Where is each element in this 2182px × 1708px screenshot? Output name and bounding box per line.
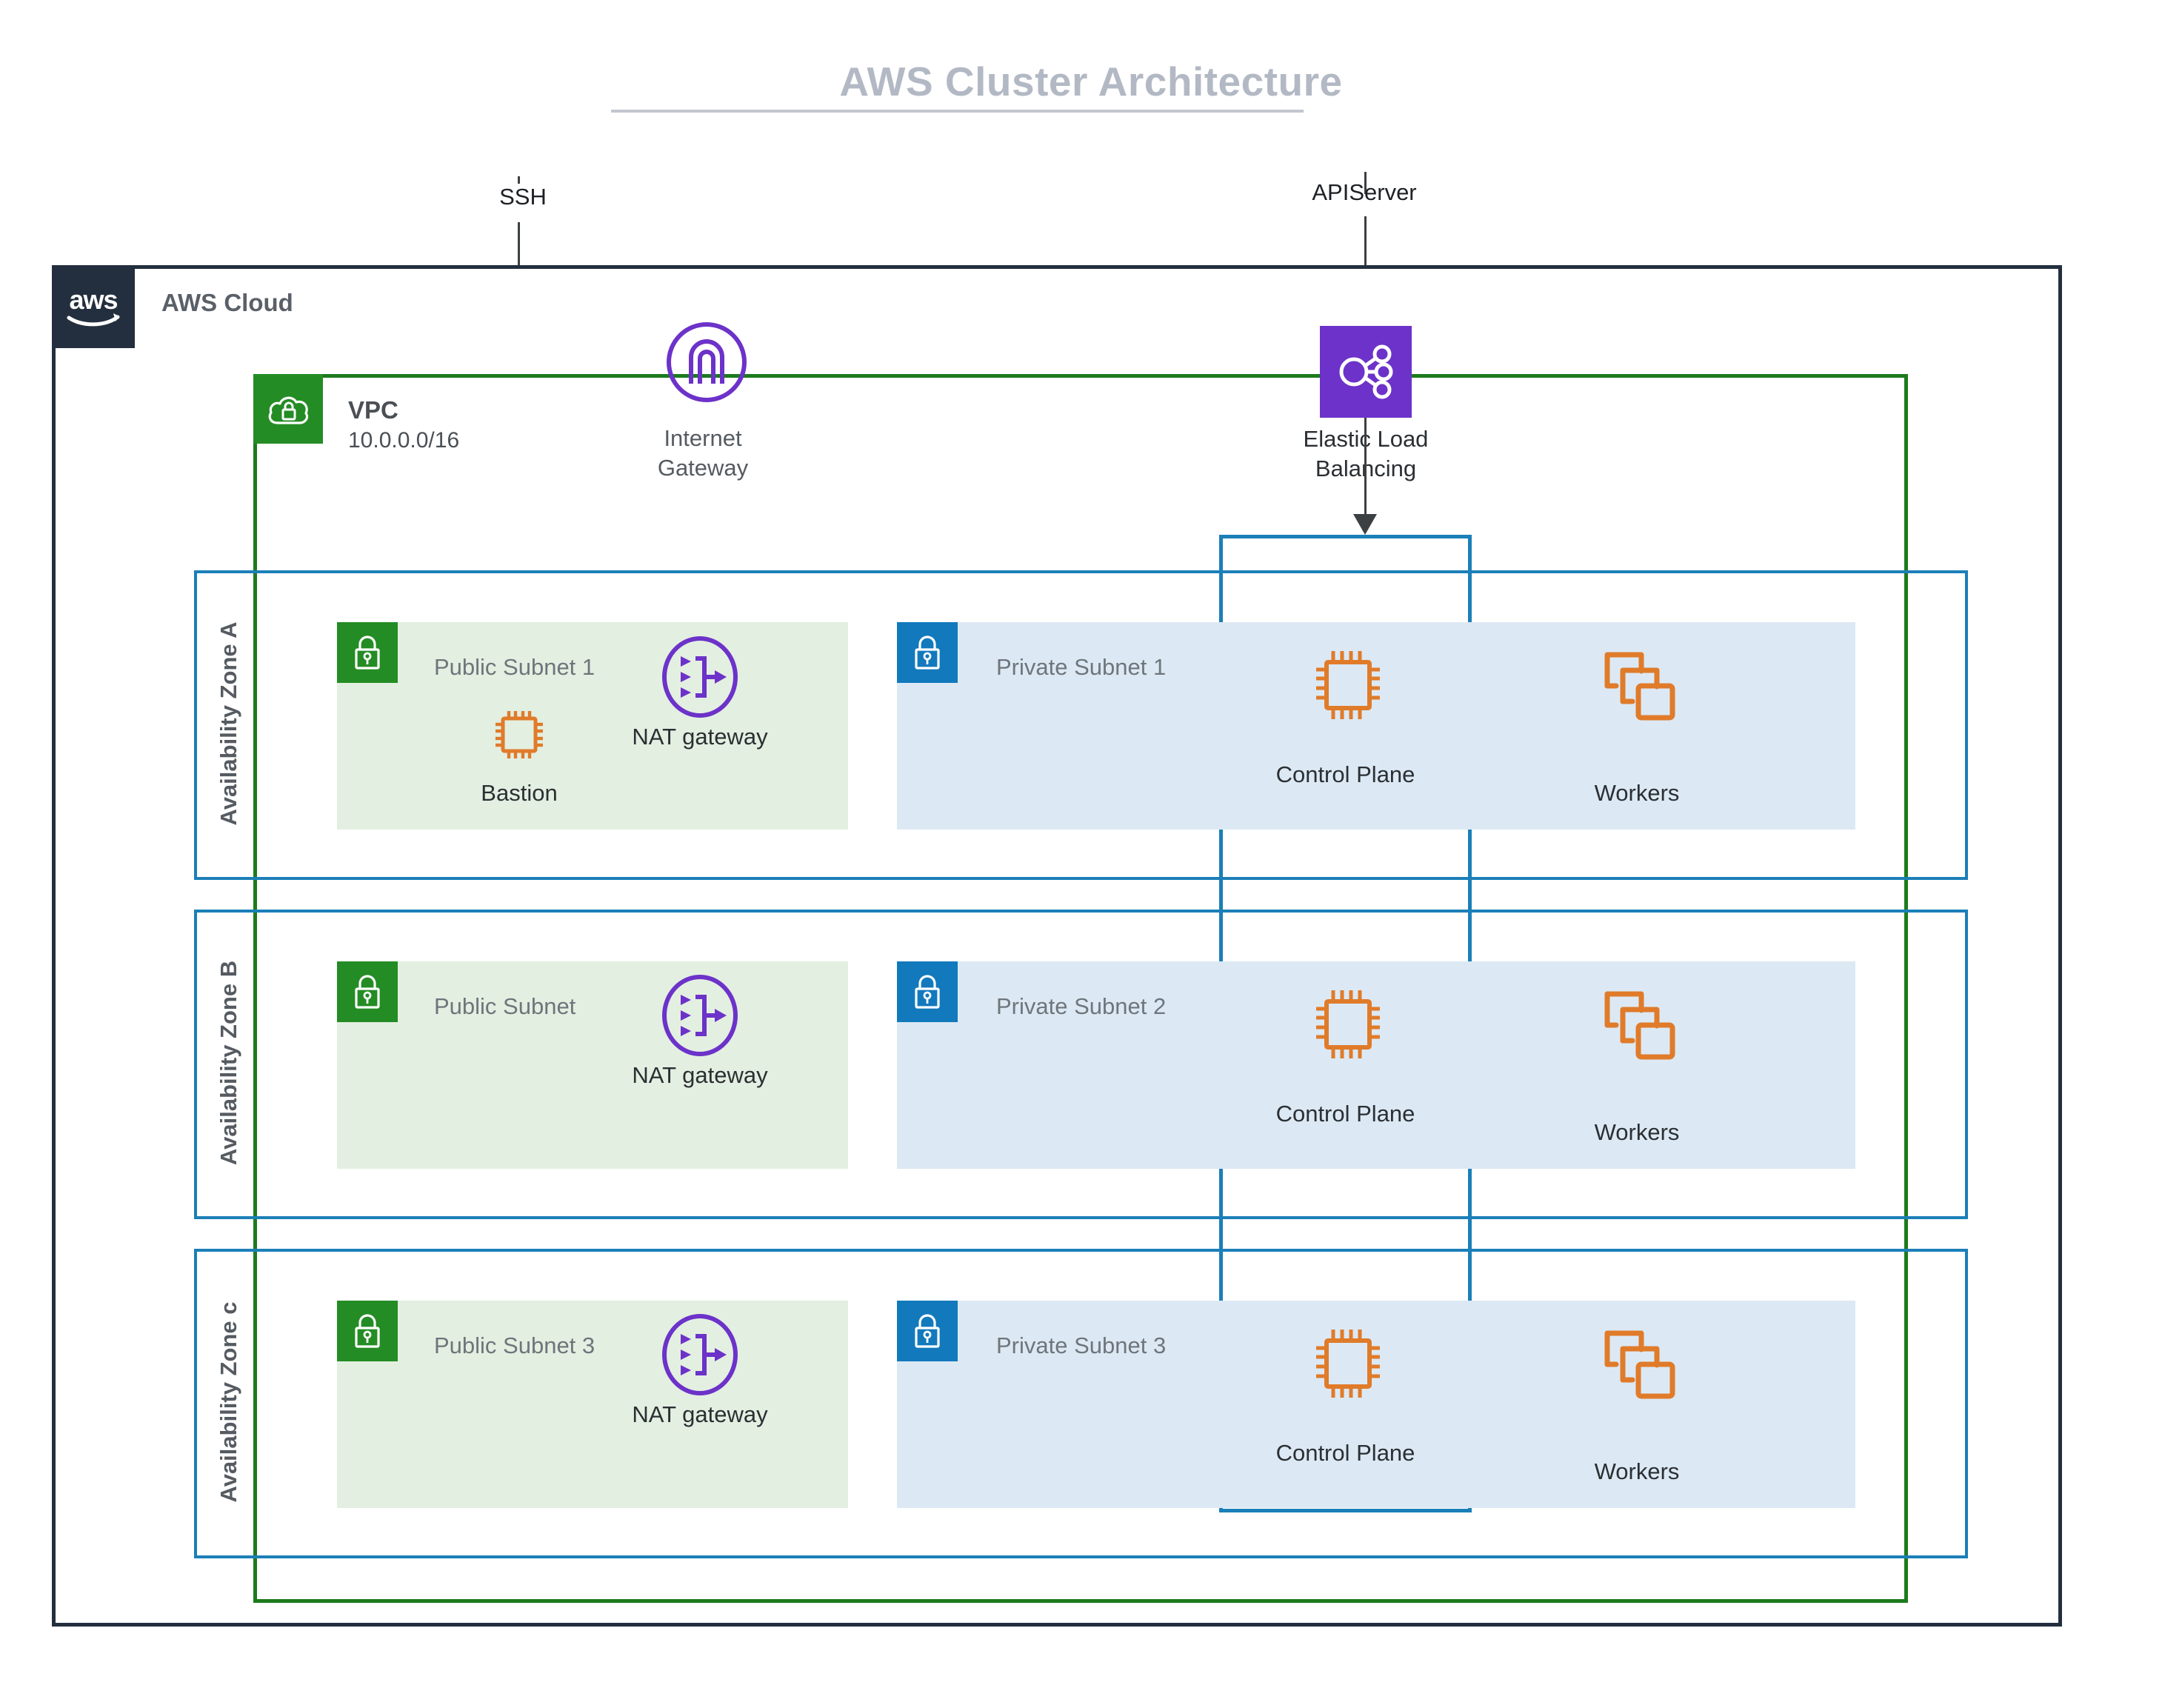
availability-zone-a-container xyxy=(194,570,1968,880)
vpc-title: VPC xyxy=(348,396,398,424)
title-underline xyxy=(611,110,1304,113)
control-plane-label: Control Plane xyxy=(1275,1440,1415,1466)
private-subnet-1-label: Private Subnet 1 xyxy=(996,654,1167,680)
public-subnet-b-container xyxy=(337,961,848,1169)
private-subnet-3-container xyxy=(897,1301,1855,1508)
apiserver-label: APIServer xyxy=(1312,179,1417,205)
private-subnet-3-lock-icon xyxy=(897,1301,958,1361)
vpc-cidr: 10.0.0.0/16 xyxy=(348,428,460,453)
nat-gateway-icon xyxy=(658,636,741,722)
ssh-label: SSH xyxy=(444,184,601,210)
public-subnet-1-container xyxy=(337,622,848,830)
private-subnet-1-container xyxy=(897,622,1855,830)
public-subnet-1-lock-icon xyxy=(337,622,398,683)
private-subnet-2-label: Private Subnet 2 xyxy=(996,993,1167,1019)
availability-zone-b-container xyxy=(194,910,1968,1219)
apiserver-connector-line xyxy=(1364,216,1367,298)
elb-to-controlplane-line xyxy=(1364,418,1367,527)
bastion-label: Bastion xyxy=(481,780,558,806)
control-plane-label: Control Plane xyxy=(1275,1101,1415,1127)
nat-gateway-icon xyxy=(658,974,741,1061)
control-plane-chip-icon xyxy=(1312,1324,1384,1405)
public-subnet-3-lock-icon xyxy=(337,1301,398,1361)
bastion-chip-icon xyxy=(492,707,547,766)
public-subnet-b-label: Public Subnet xyxy=(434,993,576,1019)
nat-gateway-label: NAT gateway xyxy=(632,1062,768,1088)
private-subnet-3-label: Private Subnet 3 xyxy=(996,1332,1167,1358)
workers-stack-icon xyxy=(1598,646,1675,730)
internet-gateway-label-line2: Gateway xyxy=(657,455,749,481)
nat-gateway-label: NAT gateway xyxy=(632,724,768,750)
workers-label: Workers xyxy=(1594,780,1680,806)
workers-label: Workers xyxy=(1594,1119,1680,1145)
svg-text:aws: aws xyxy=(69,284,117,315)
availability-zone-b-label: Availability Zone B xyxy=(216,960,241,1166)
nat-gateway-icon xyxy=(658,1313,741,1400)
private-subnet-2-container xyxy=(897,961,1855,1169)
availability-zone-a-label: Availability Zone A xyxy=(216,621,241,826)
workers-label: Workers xyxy=(1594,1458,1680,1484)
private-subnet-2-lock-icon xyxy=(897,961,958,1022)
workers-stack-icon xyxy=(1598,1324,1675,1408)
internet-gateway-label-line1: Internet xyxy=(664,425,742,451)
elb-to-controlplane-arrowhead-icon xyxy=(1353,514,1377,535)
page-title: AWS Cluster Architecture xyxy=(839,59,1343,104)
availability-zone-c-container xyxy=(194,1249,1968,1558)
workers-stack-icon xyxy=(1598,985,1675,1069)
public-subnet-1-label: Public Subnet 1 xyxy=(434,654,595,680)
control-plane-label: Control Plane xyxy=(1275,761,1415,787)
availability-zone-c-label: Availability Zone c xyxy=(216,1301,241,1503)
aws-logo-icon: aws xyxy=(52,265,135,348)
internet-gateway-label: Internet Gateway xyxy=(614,424,792,483)
internet-gateway-icon xyxy=(666,321,747,407)
public-subnet-3-label: Public Subnet 3 xyxy=(434,1332,595,1358)
aws-cloud-label: AWS Cloud xyxy=(161,289,293,316)
nat-gateway-label: NAT gateway xyxy=(632,1401,768,1427)
control-plane-chip-icon xyxy=(1312,646,1384,727)
public-subnet-b-lock-icon xyxy=(337,961,398,1022)
private-subnet-1-lock-icon xyxy=(897,622,958,683)
control-plane-chip-icon xyxy=(1312,985,1384,1066)
apiserver-connector-line-top xyxy=(1364,172,1367,194)
vpc-cloud-lock-icon xyxy=(253,374,323,444)
elastic-load-balancing-icon xyxy=(1320,326,1412,418)
vpc-container xyxy=(253,374,1908,1603)
public-subnet-3-container xyxy=(337,1301,848,1508)
